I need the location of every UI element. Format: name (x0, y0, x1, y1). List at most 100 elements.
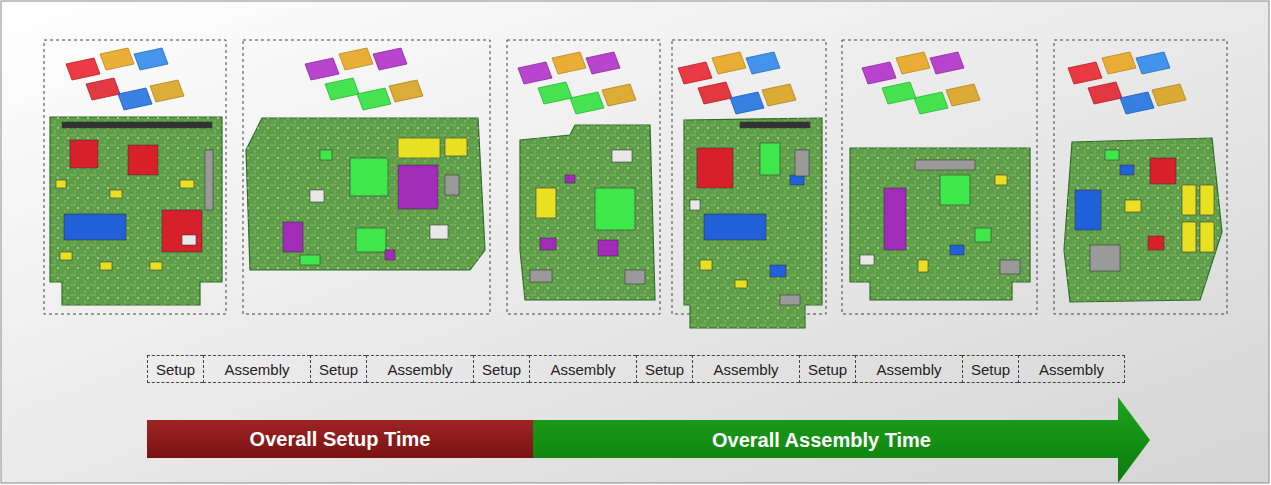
board-panel (507, 40, 660, 314)
node-label: Setup (482, 361, 521, 378)
phase-segment: Setup (636, 355, 692, 383)
board-component (180, 180, 194, 188)
node-label: Assembly (876, 361, 941, 378)
node-label: Setup (156, 361, 195, 378)
board-component (1182, 185, 1196, 215)
board-component (595, 188, 635, 230)
node-label: Assembly (550, 361, 615, 378)
node-label: Overall Assembly Time (712, 429, 931, 452)
board-component (1182, 222, 1196, 252)
component-chip (914, 92, 948, 114)
board-component (300, 255, 320, 265)
board-component (740, 122, 810, 128)
board-component (950, 245, 964, 255)
component-chip (698, 82, 732, 104)
board-texture (50, 117, 222, 305)
setup-time-bar: Overall Setup Time (147, 420, 533, 458)
component-chip (325, 78, 359, 100)
component-chip (339, 48, 373, 70)
board-component (780, 295, 800, 305)
phase-segment: Assembly (366, 355, 473, 383)
board-outline (50, 117, 222, 305)
component-chip (602, 84, 636, 106)
board-component (536, 188, 556, 218)
board-component (704, 214, 766, 240)
board-component (795, 150, 809, 176)
component-chip (930, 52, 964, 74)
phase-segment: Assembly (203, 355, 310, 383)
board-component (1120, 165, 1134, 175)
phase-segment: Assembly (855, 355, 962, 383)
board-component (690, 200, 700, 210)
board-component (1150, 158, 1176, 184)
board-component (100, 262, 112, 270)
phase-segment: Setup (799, 355, 855, 383)
board-component (350, 158, 388, 196)
board-component (530, 270, 552, 282)
board-component (598, 240, 618, 256)
board-component (918, 260, 928, 272)
board-component (110, 190, 122, 198)
board-panels (44, 40, 1227, 328)
board-texture (520, 125, 655, 300)
node-label: Assembly (387, 361, 452, 378)
phase-segment: Assembly (529, 355, 636, 383)
board-component (320, 150, 332, 160)
node-label: Assembly (1039, 361, 1104, 378)
board-component (182, 235, 196, 245)
component-chip (862, 62, 896, 84)
board-component (700, 260, 712, 270)
board-texture (1064, 138, 1222, 302)
node-label: Assembly (224, 361, 289, 378)
component-chip (305, 58, 339, 80)
bar-fill (147, 420, 533, 458)
board-component (398, 165, 438, 209)
board-component (398, 138, 440, 158)
board-component (356, 228, 386, 252)
component-chip (389, 80, 423, 102)
component-chip (1152, 84, 1186, 106)
board-texture (246, 118, 485, 270)
node-label: Overall Setup Time (250, 428, 431, 451)
board-outline (850, 148, 1030, 300)
component-chip (118, 88, 152, 110)
component-chip (373, 48, 407, 70)
board-component (64, 214, 126, 240)
board-panel (1054, 40, 1227, 314)
board-texture (850, 148, 1030, 300)
component-chip (1102, 52, 1136, 74)
board-component (1125, 200, 1141, 212)
board-component (445, 138, 467, 156)
component-chip (357, 88, 391, 110)
phase-segment: Setup (147, 355, 203, 383)
board-component (1200, 185, 1214, 215)
board-texture (684, 118, 822, 328)
node-label: Setup (808, 361, 847, 378)
component-chip (746, 52, 780, 74)
phase-segment: Assembly (1018, 355, 1125, 383)
component-chip (712, 52, 746, 74)
component-chip (896, 52, 930, 74)
board-component (205, 150, 213, 210)
board-component (940, 175, 970, 205)
board-component (884, 188, 906, 250)
board-panel (243, 40, 490, 314)
assembly-time-arrow: Overall Assembly Time (533, 397, 1150, 483)
board-component (697, 148, 733, 188)
circuit-board (1064, 138, 1222, 302)
board-panel (842, 40, 1037, 314)
board-component (612, 150, 632, 162)
circuit-board (850, 148, 1030, 300)
phase-segment: Setup (310, 355, 366, 383)
phase-segment: Setup (962, 355, 1018, 383)
board-component (283, 222, 303, 252)
component-chip (1068, 62, 1102, 84)
board-component (70, 140, 98, 168)
circuit-board (50, 117, 222, 305)
board-component (385, 250, 395, 260)
board-component (975, 228, 991, 242)
board-component (565, 175, 575, 183)
